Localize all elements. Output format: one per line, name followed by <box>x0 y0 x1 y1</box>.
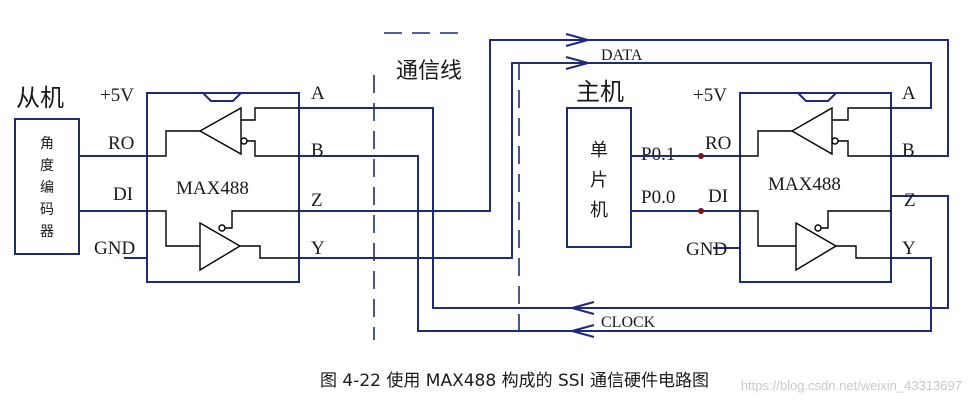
slave-chip-notch <box>202 92 242 102</box>
master-pin-gnd: GND <box>686 239 727 260</box>
slave-pin-y: Y <box>311 238 325 259</box>
svg-text:角: 角 <box>40 136 54 152</box>
master-receiver-amp <box>740 106 891 157</box>
master-title: 主机 <box>576 78 624 106</box>
slave-pin-di: DI <box>113 184 133 205</box>
svg-text:单: 单 <box>590 140 608 161</box>
svg-text:片: 片 <box>590 170 608 191</box>
slave-max488-chip <box>146 92 300 283</box>
slave-pin-5v: +5V <box>100 85 134 106</box>
data-arrow-1 <box>565 33 592 47</box>
encoder-box <box>14 118 80 255</box>
mcu-label: 单 片 机 <box>590 140 608 221</box>
clock-label: CLOCK <box>601 314 656 331</box>
svg-text:机: 机 <box>590 200 608 221</box>
port-p01: P0.1 <box>641 144 675 165</box>
slave-driver-amp <box>147 210 299 272</box>
line-label: 通信线 <box>396 59 462 84</box>
master-pin-ro: RO <box>705 133 731 154</box>
slave-pin-a: A <box>311 83 325 104</box>
svg-text:编: 编 <box>40 180 54 196</box>
master-pin-di: DI <box>708 186 728 207</box>
clock-arrow-2 <box>568 324 595 338</box>
clock-wire-a <box>299 107 949 309</box>
master-chip-label: MAX488 <box>768 174 841 195</box>
master-pin-b: B <box>902 140 915 161</box>
mcu-box <box>566 107 632 248</box>
figure-caption: 图 4-22 使用 MAX488 构成的 SSI 通信硬件电路图 <box>320 370 709 391</box>
watermark: https://blog.csdn.net/weixin_43313697 <box>741 378 962 393</box>
slave-receiver-amp <box>147 106 299 157</box>
master-pin-a: A <box>902 83 916 104</box>
slave-pin-ro: RO <box>108 133 134 154</box>
ro-junction-dot <box>698 153 704 159</box>
clock-arrow-1 <box>568 301 595 315</box>
svg-text:器: 器 <box>40 224 54 240</box>
master-pin-y: Y <box>902 238 916 259</box>
slave-pin-z: Z <box>311 190 323 211</box>
master-chip-notch <box>797 92 837 102</box>
master-pin-z: Z <box>904 190 916 211</box>
slave-pin-b: B <box>311 140 324 161</box>
svg-text:度: 度 <box>40 158 54 174</box>
master-driver-amp <box>740 210 891 272</box>
svg-text:码: 码 <box>40 202 54 218</box>
encoder-label: 角 度 编 码 器 <box>40 136 54 240</box>
data-label: DATA <box>601 47 643 64</box>
di-junction-dot <box>698 208 704 214</box>
master-pin-5v: +5V <box>693 85 727 106</box>
clock-wire-b <box>299 155 932 332</box>
data-wire-z <box>299 39 949 212</box>
slave-title: 从机 <box>16 84 64 112</box>
slave-pin-gnd: GND <box>94 238 135 259</box>
data-arrow-2 <box>565 56 592 70</box>
data-wire-y <box>299 62 932 259</box>
port-p00: P0.0 <box>641 187 675 208</box>
slave-chip-label: MAX488 <box>176 178 249 199</box>
master-max488-chip <box>739 92 892 283</box>
